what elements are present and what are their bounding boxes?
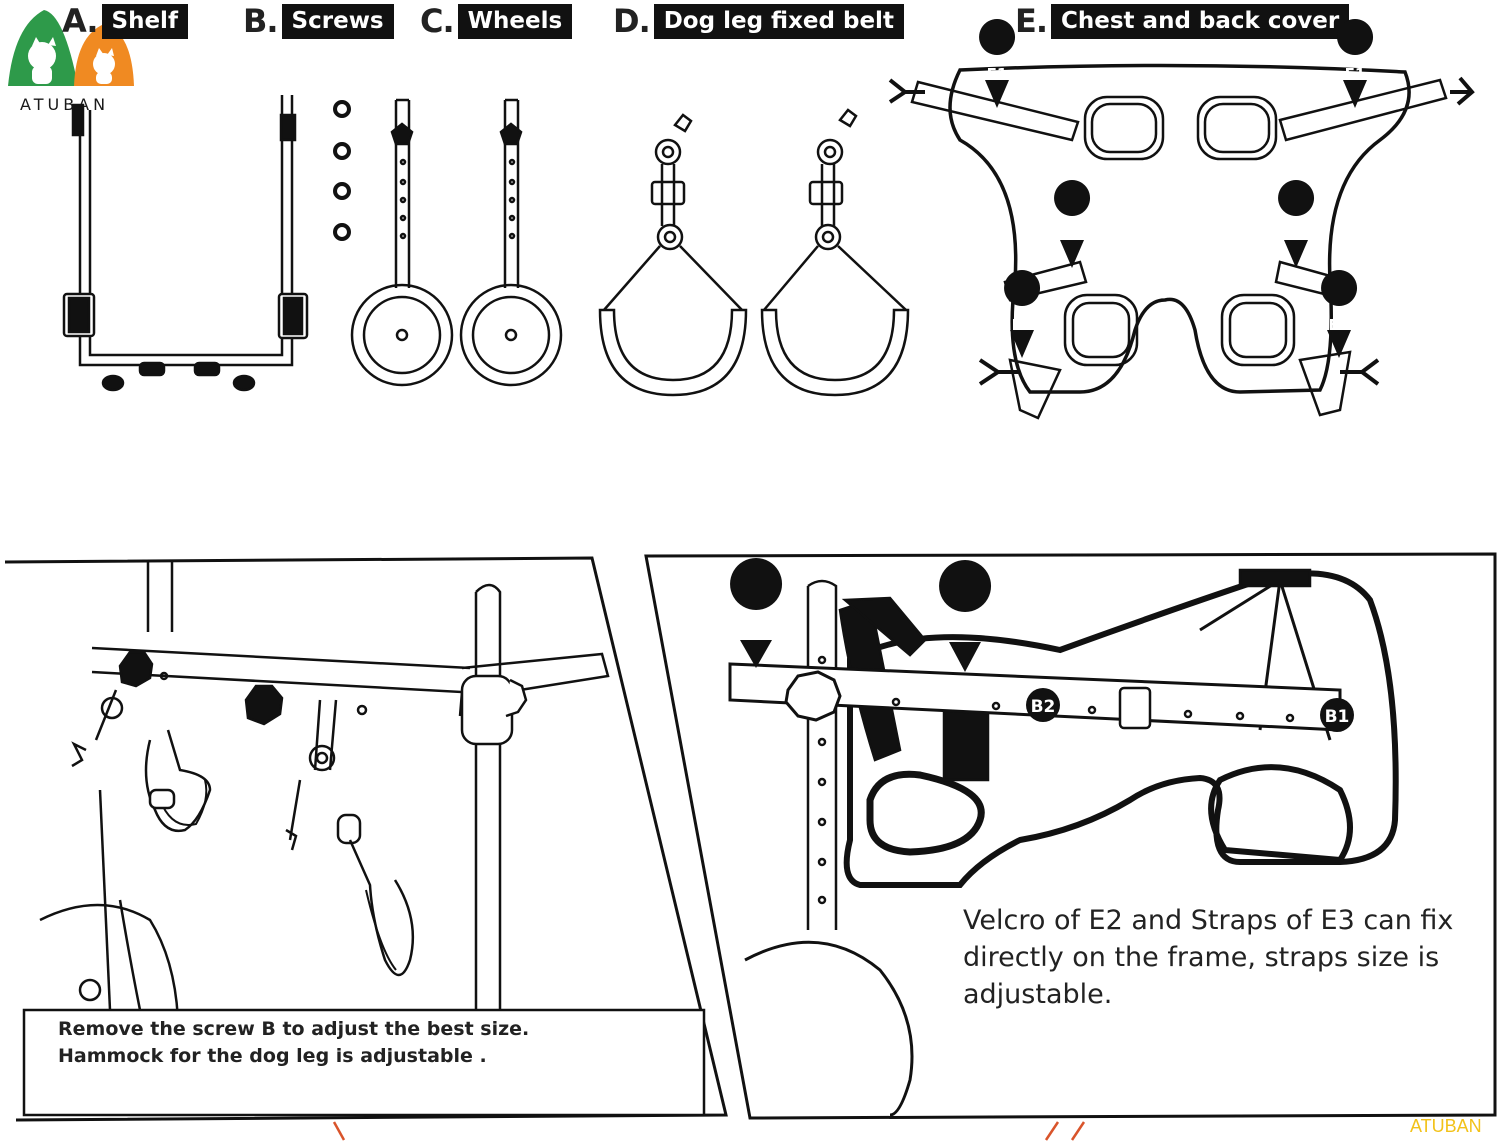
part-title: Shelf	[101, 3, 188, 39]
map-pin-icon	[939, 560, 992, 672]
part-letter: A.	[62, 2, 99, 40]
screws-drawing	[333, 100, 351, 241]
part-letter: E.	[1015, 2, 1048, 40]
part-letter: C.	[420, 2, 455, 40]
knob-icon	[784, 670, 842, 722]
map-pin-icon	[1321, 270, 1358, 358]
label-e3-left: E3	[1012, 316, 1033, 334]
screw-adjust-panel	[4, 556, 728, 1122]
cover-markers	[979, 19, 1374, 358]
label-e1-left: E1	[987, 65, 1008, 83]
cover-drawing	[888, 63, 1475, 420]
caption-velcro: Velcro of E2 and Straps of E3 can fix di…	[963, 905, 1454, 1010]
decorative-dash	[1044, 1121, 1086, 1141]
map-pin-icon	[1337, 19, 1374, 109]
map-pin-icon	[1278, 180, 1315, 268]
label-e2-left: E2	[1062, 226, 1083, 244]
brand-logo	[4, 6, 144, 96]
caption-screw-adjust: Remove the screw B to adjust the best si…	[58, 1018, 530, 1067]
decorative-dash	[332, 1121, 346, 1141]
map-pin-icon	[1004, 270, 1041, 358]
part-header-screws: B. Screws	[243, 2, 394, 40]
label-b2: B2	[1031, 697, 1056, 717]
logo-mark-icon	[8, 10, 134, 86]
part-header-leg-belt: D. Dog leg fixed belt	[613, 2, 904, 40]
watermark: ATUBAN	[1410, 1116, 1482, 1136]
shelf-drawing	[62, 95, 309, 392]
map-pin-icon	[979, 19, 1016, 109]
label-e2-right: E2	[1286, 226, 1307, 244]
map-pin-icon	[730, 558, 783, 668]
screw-icon	[118, 650, 154, 688]
label-e3-frame: E3	[738, 607, 774, 637]
wheels-drawing	[350, 98, 563, 387]
screw-icon	[244, 684, 284, 726]
leg-belts-drawing	[598, 108, 910, 397]
part-title: Screws	[281, 3, 394, 39]
label-e1-right: E1	[1345, 65, 1366, 83]
part-letter: B.	[243, 2, 279, 40]
part-title: Chest and back cover	[1051, 3, 1350, 39]
b2-badge-icon	[1026, 688, 1060, 722]
part-header-shelf: A. Shelf	[62, 2, 188, 40]
part-title: Dog leg fixed belt	[653, 3, 904, 39]
part-header-cover: E. Chest and back cover	[1015, 2, 1350, 40]
label-e2-frame: E2	[947, 609, 983, 639]
part-header-wheels: C. Wheels	[420, 2, 573, 40]
velcro-panel: E3 E2 B2 B1	[644, 552, 1497, 1120]
b1-badge-icon	[1320, 698, 1354, 732]
label-e3-right: E3	[1329, 316, 1350, 334]
part-title: Wheels	[457, 3, 573, 39]
parts-illustration: E1 E1 E2 E2 E3 E3	[62, 19, 1475, 420]
label-b1: B1	[1325, 707, 1350, 727]
map-pin-icon	[1054, 180, 1091, 268]
part-letter: D.	[613, 2, 651, 40]
